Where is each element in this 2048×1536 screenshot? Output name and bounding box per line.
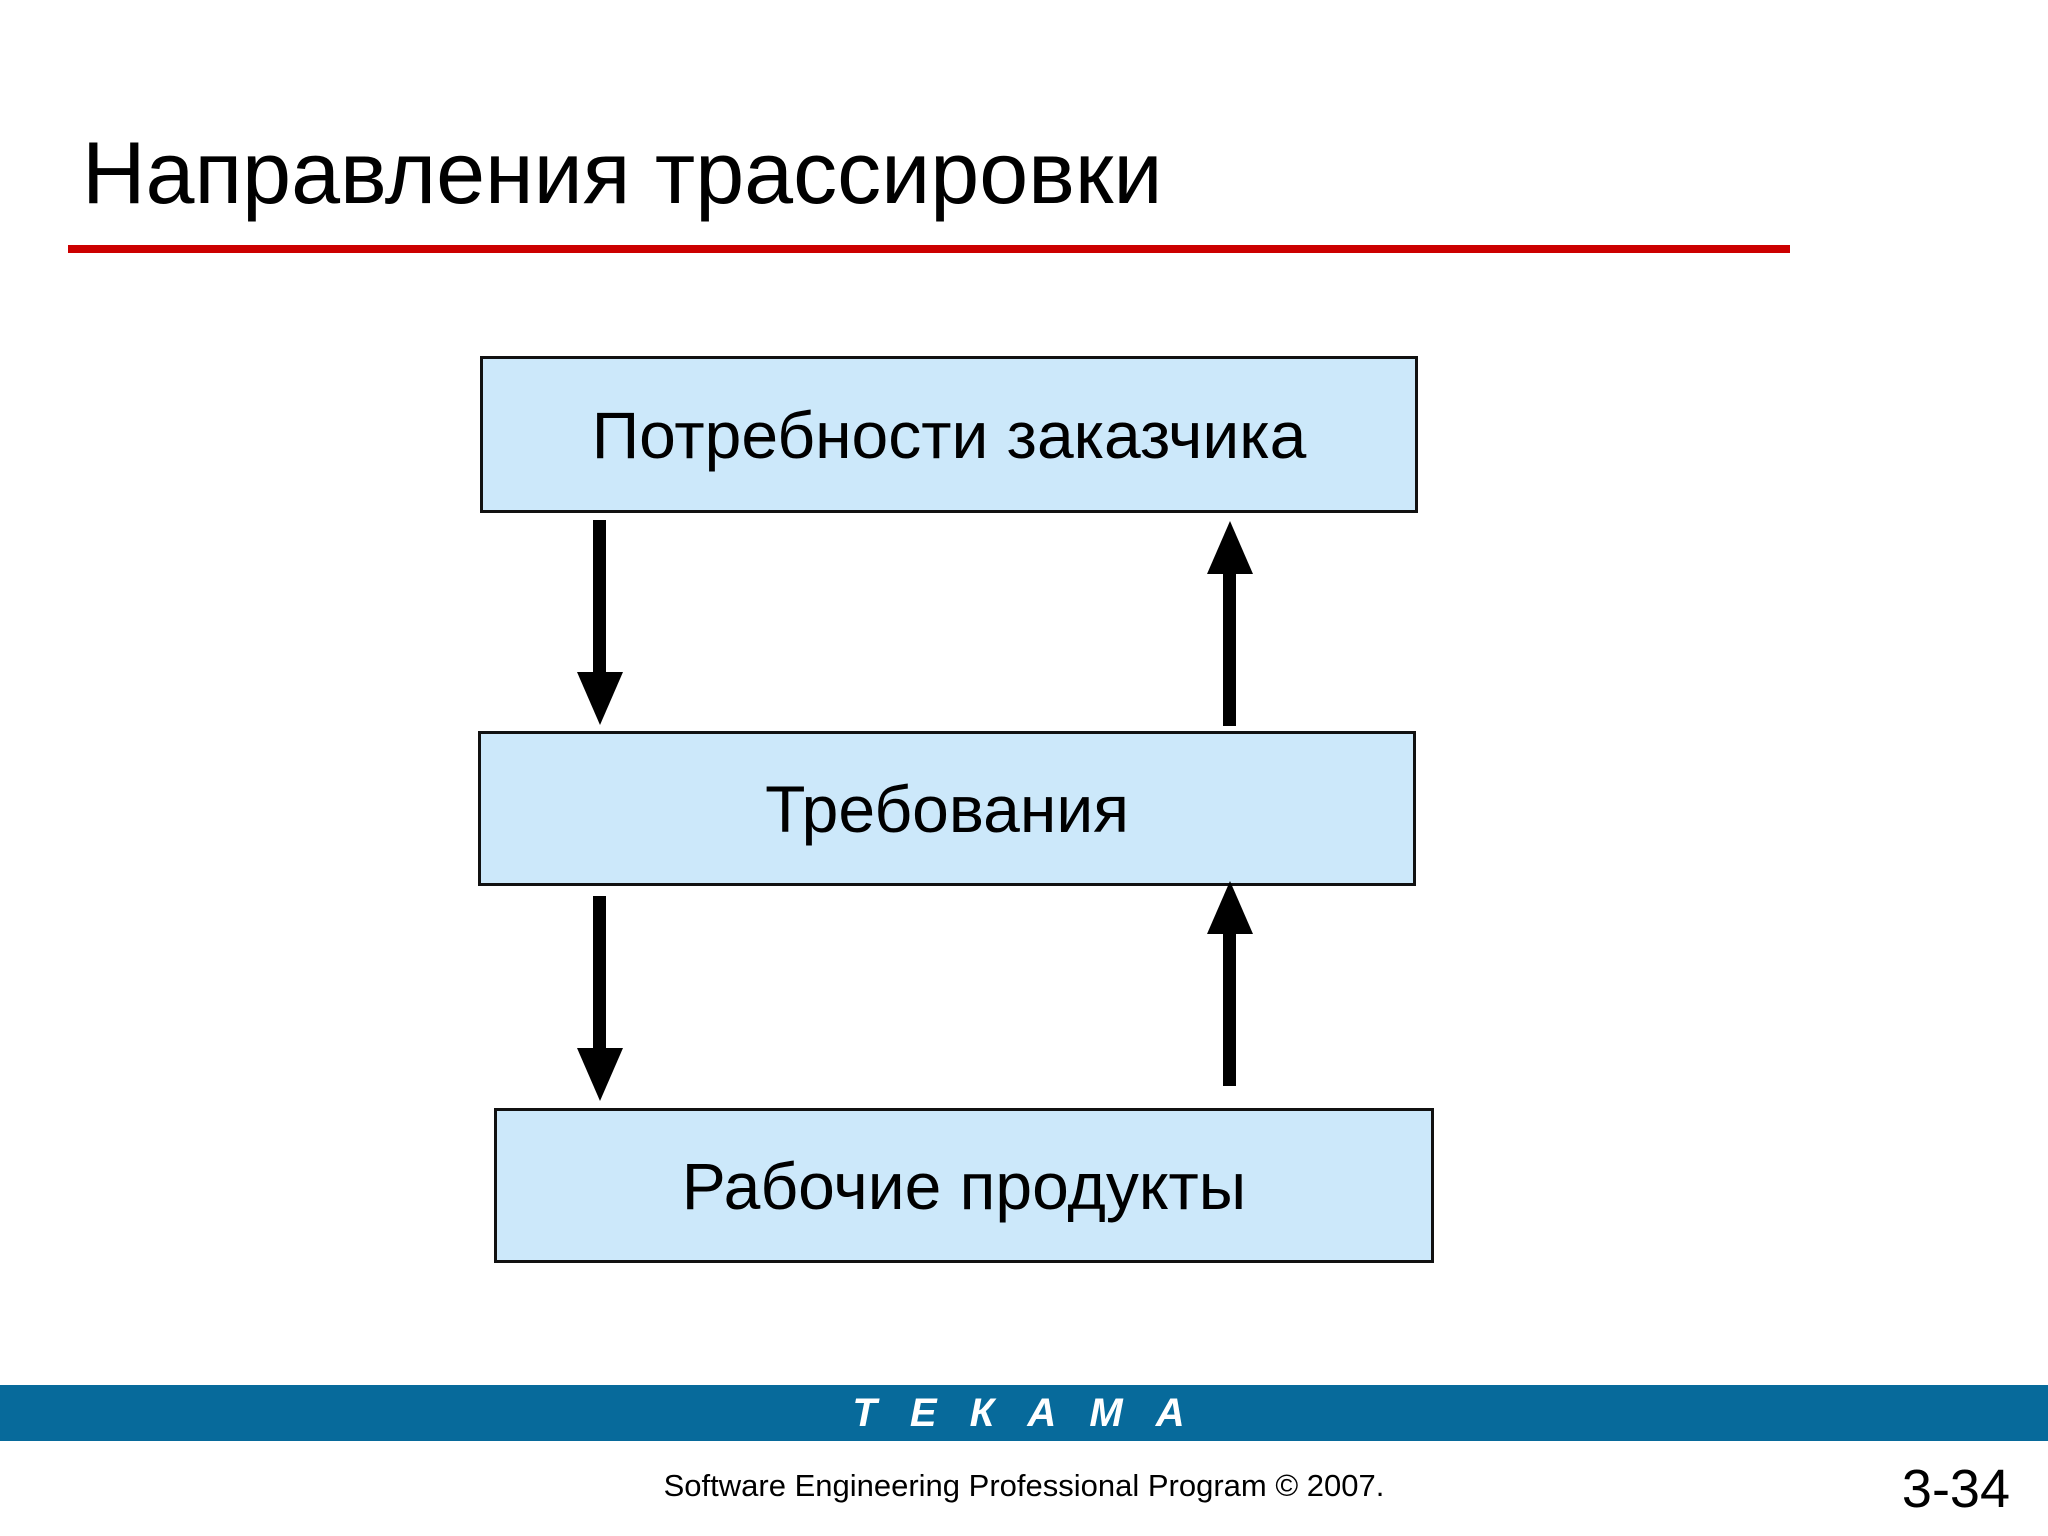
diagram-node-customer-needs: Потребности заказчика bbox=[480, 356, 1418, 513]
diagram-node-requirements: Требования bbox=[478, 731, 1416, 886]
arrow-down-requirements-to-work-products-icon bbox=[570, 896, 630, 1102]
page-title: Направления трассировки bbox=[82, 123, 1163, 222]
diagram-node-work-products: Рабочие продукты bbox=[494, 1108, 1434, 1263]
footer-brand-band: Т Е К А М А bbox=[0, 1385, 2048, 1441]
arrow-up-work-products-to-requirements-icon bbox=[1200, 880, 1260, 1086]
brand-logo-text: Т Е К А М А bbox=[852, 1391, 1196, 1435]
arrow-down-needs-to-requirements-icon bbox=[570, 520, 630, 726]
arrow-up-requirements-to-needs-icon bbox=[1200, 520, 1260, 726]
page-number: 3-34 bbox=[1901, 1459, 2010, 1519]
title-underline-rule bbox=[68, 245, 1790, 253]
footer-copyright-text: Software Engineering Professional Progra… bbox=[663, 1468, 1385, 1503]
